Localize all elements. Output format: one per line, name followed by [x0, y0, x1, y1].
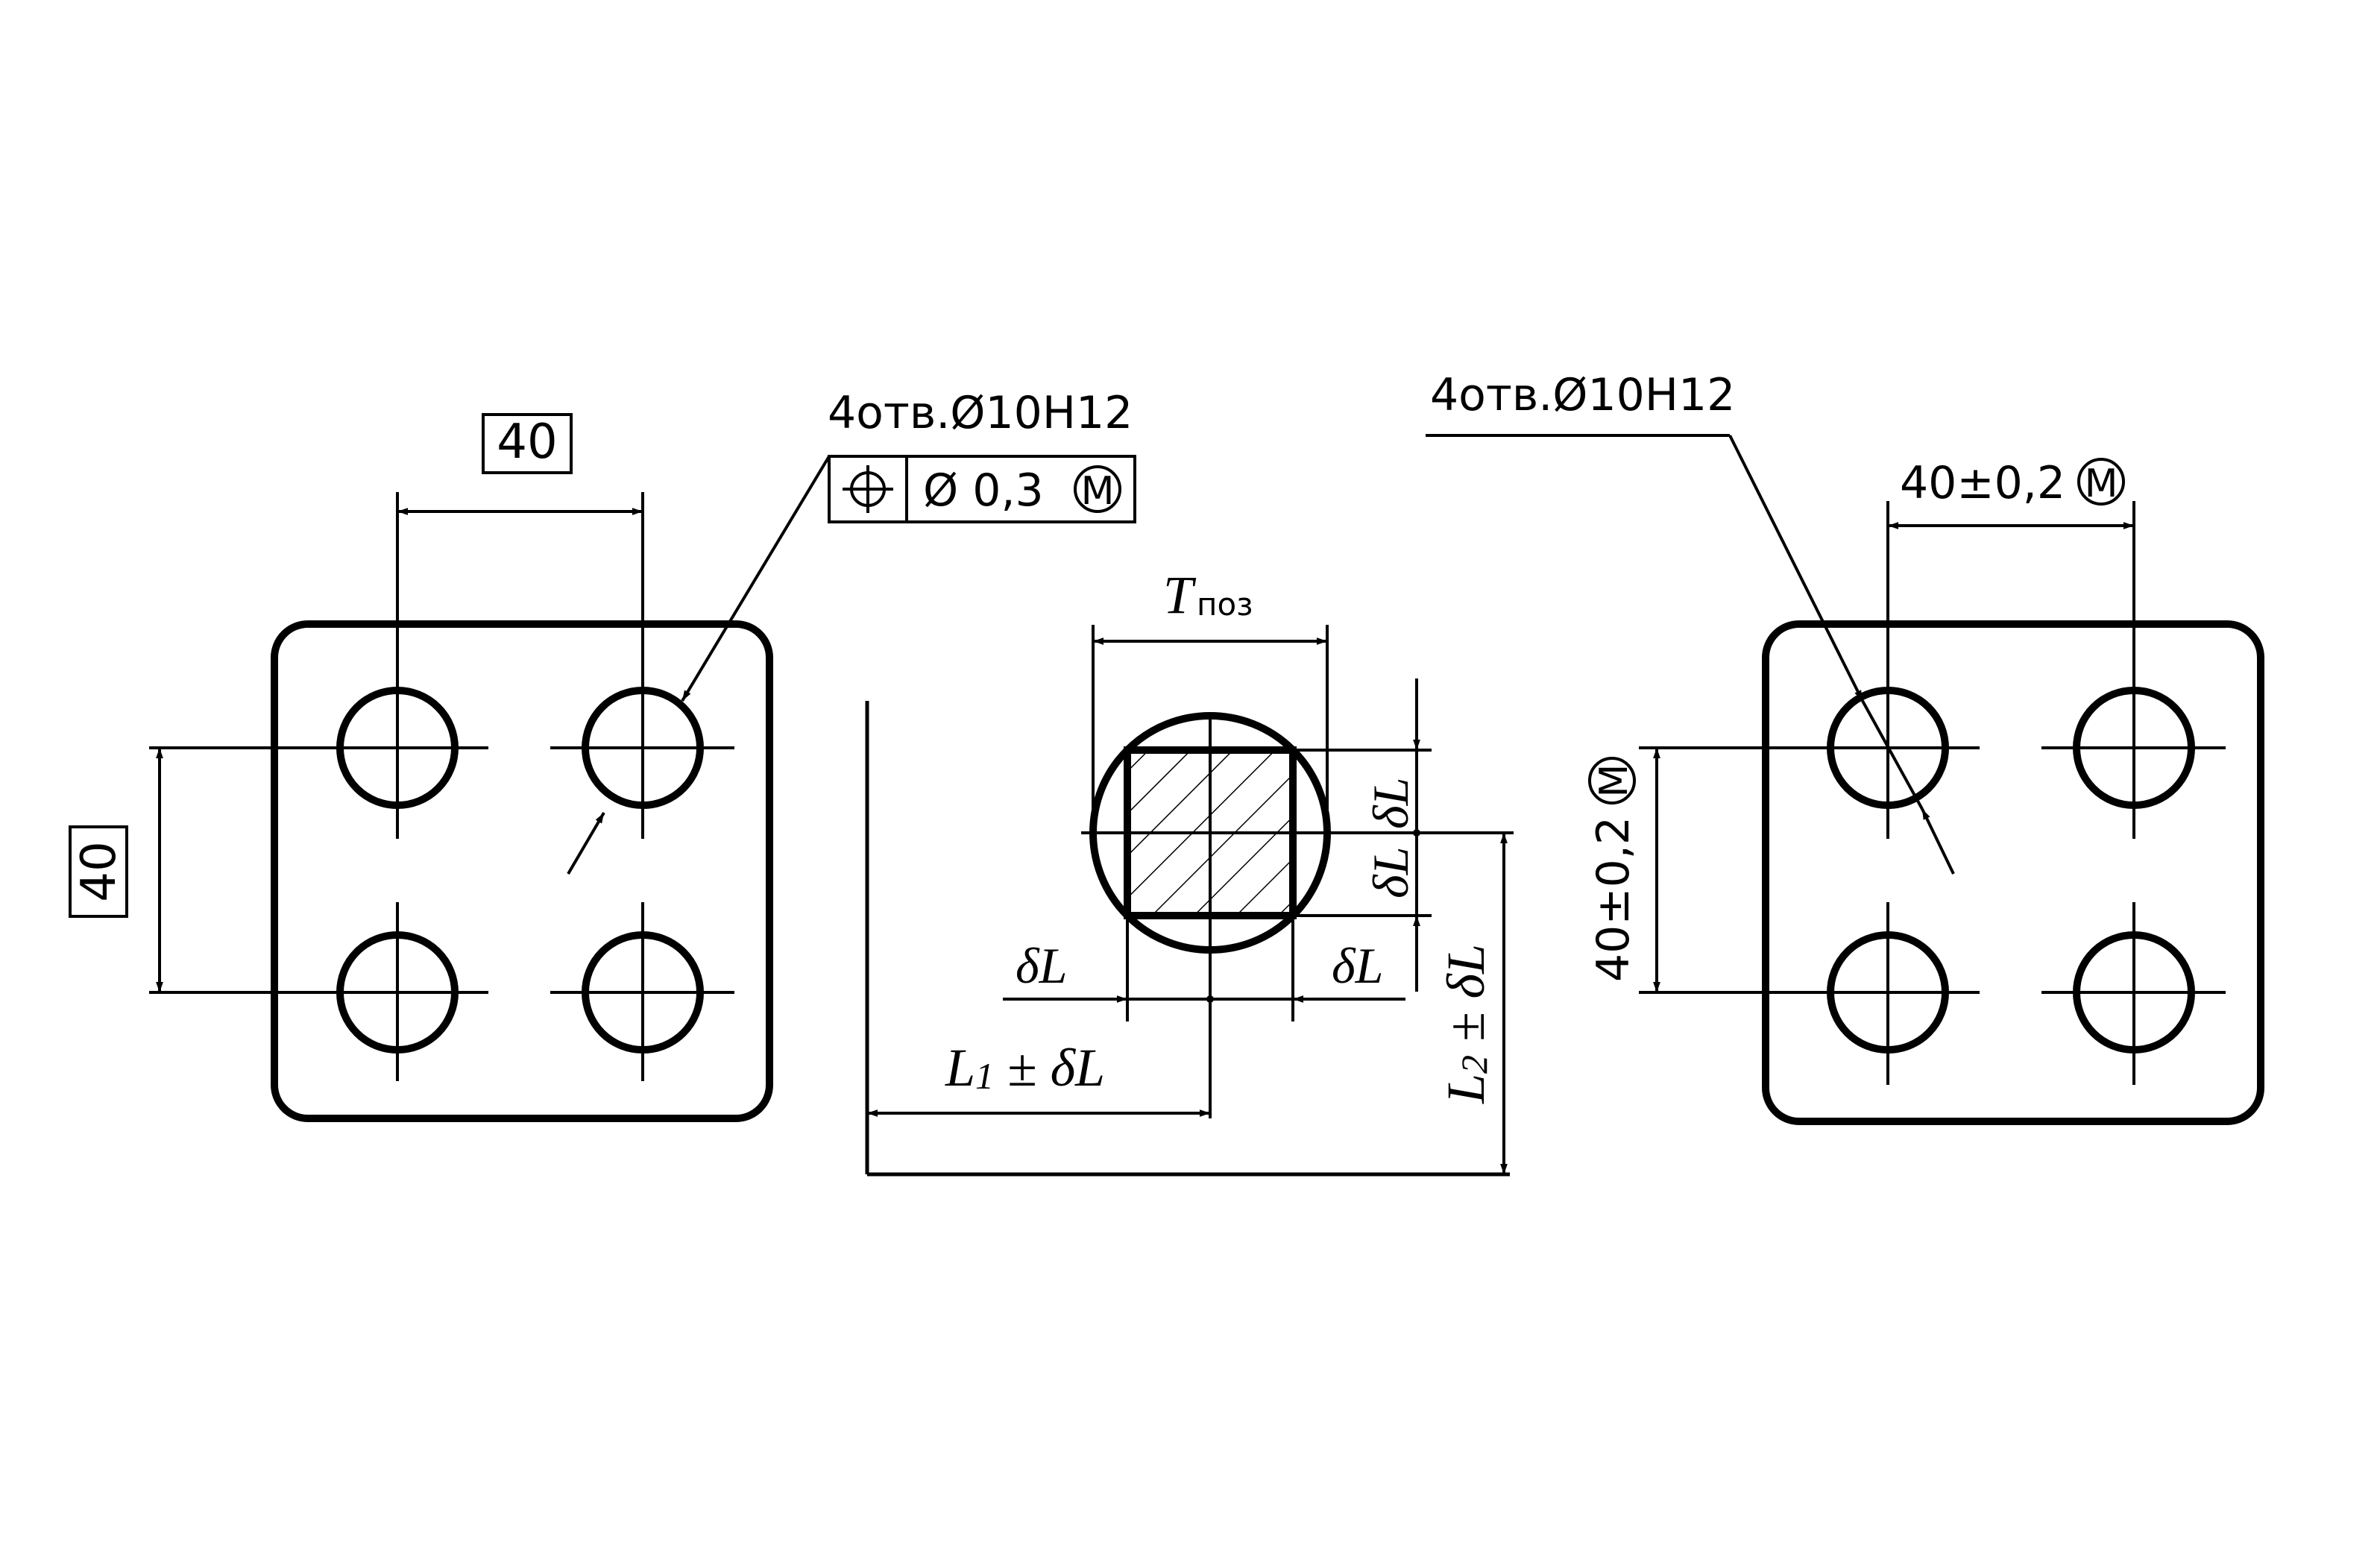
middle-view: T поз δL δL δL δL L1± δL L2± [865, 565, 1514, 1177]
left-basic-dim-vertical: 40 [72, 841, 127, 901]
right-plate-outline [1762, 620, 2264, 1125]
left-basic-box-vertical [69, 825, 128, 918]
right-dim-vertical-modifier-circle [1588, 757, 1636, 805]
position-symbol-icon [843, 465, 893, 513]
right-dim-horizontal-modifier: M [2085, 462, 2118, 506]
delta-left-label: δL [1016, 937, 1067, 994]
right-leader-line [1728, 435, 1864, 702]
right-dim-vertical-modifier: M [1592, 764, 1637, 798]
right-leader-tail [1921, 808, 1955, 875]
fcf-modifier-circle [1074, 465, 1121, 513]
right-center-lines [1639, 501, 2226, 1085]
zone-extension-lines [1126, 749, 1432, 1118]
left-basic-dim-horizontal: 40 [497, 415, 557, 470]
delta-top-label: δL [1362, 778, 1419, 829]
tpoz-subscript: поз [1197, 586, 1253, 623]
right-hole-callout: 4отв.Ø10H12 [1430, 369, 1735, 421]
feature-control-frame: Ø 0,3 M [828, 455, 1136, 523]
dl-h-center-dot [1206, 995, 1214, 1003]
left-leader-line [681, 455, 831, 702]
right-dim-horizontal-value: 40±0,2 [1900, 457, 2065, 509]
right-leader-through [1861, 700, 1924, 810]
left-leader-tail [567, 811, 605, 875]
right-dim-vertical-value: 40±0,2 [1587, 816, 1640, 982]
delta-right-label: δL [1332, 937, 1383, 994]
fcf-modifier: M [1081, 469, 1115, 514]
l2-label: L2± δL [1436, 944, 1496, 1104]
left-plate-outline [271, 620, 773, 1122]
left-view: 40 40 4отв.Ø10H12 Ø 0,3 M [69, 387, 1136, 1122]
l1-label: L1± δL [945, 1038, 1105, 1098]
tpoz-label: T [1163, 565, 1197, 625]
fcf-tolerance: Ø 0,3 [923, 465, 1044, 517]
left-hole-callout: 4отв.Ø10H12 [828, 387, 1133, 439]
delta-bottom-label: δL [1362, 847, 1419, 898]
dl-center-dot [1413, 829, 1420, 837]
right-view: 40±0,2 M 40±0,2 M 4отв.Ø10H12 [1426, 369, 2264, 1125]
left-basic-box-horizontal [482, 413, 573, 474]
right-dim-horizontal-modifier-circle [2077, 458, 2125, 506]
